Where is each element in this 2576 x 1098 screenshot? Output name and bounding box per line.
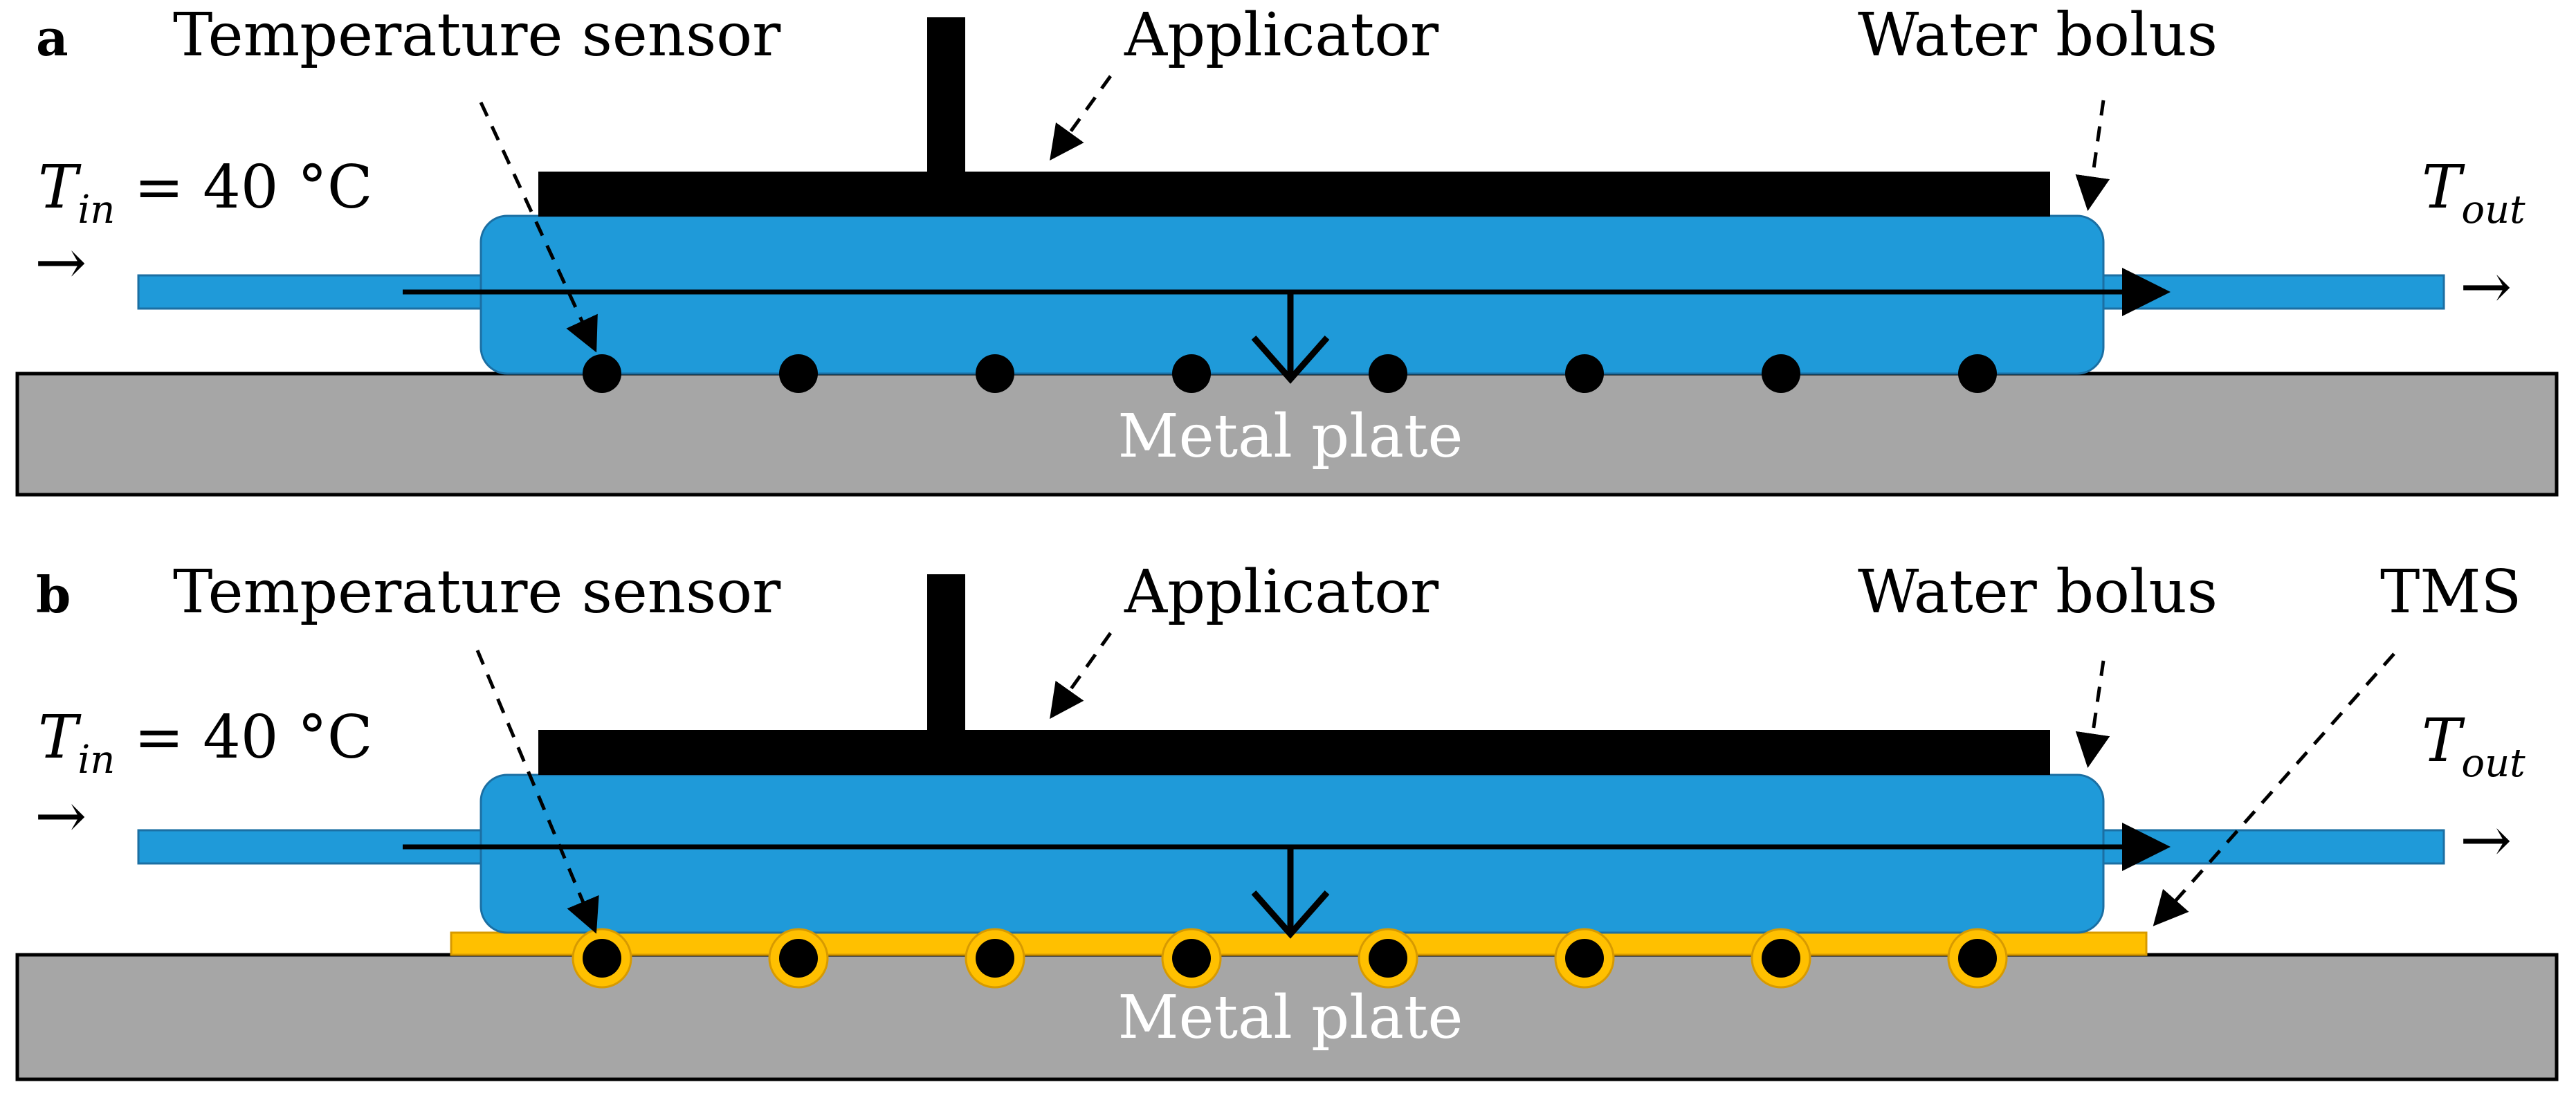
tms-label: TMS bbox=[2380, 558, 2521, 627]
out-arrow-icon: → bbox=[2460, 250, 2512, 323]
panel-letter: b bbox=[36, 565, 71, 624]
metal-plate-label: Metal plate bbox=[1118, 402, 1463, 471]
metal-plate-label: Metal plate bbox=[1118, 983, 1463, 1052]
water-bolus-pointer-line bbox=[2075, 660, 2110, 768]
applicator-pointer-line bbox=[1050, 75, 1113, 161]
temperature-sensor-dot bbox=[1762, 939, 1800, 978]
temperature-sensor-dot bbox=[779, 354, 818, 393]
panel-b: b Temperature sensor Applicator Water bo… bbox=[15, 558, 2559, 1081]
heat-down-arrow bbox=[1251, 847, 1330, 939]
temperature-sensor-dot bbox=[583, 354, 621, 393]
applicator-label: Applicator bbox=[1124, 558, 1439, 627]
temperature-sensor-dot bbox=[1369, 939, 1407, 978]
panel-letter: a bbox=[36, 8, 68, 67]
temperature-sensor-dot bbox=[779, 939, 818, 978]
out-arrow-icon: → bbox=[2460, 804, 2512, 877]
water-bolus-label: Water bolus bbox=[1858, 1, 2218, 70]
water-bolus-label: Water bolus bbox=[1858, 558, 2218, 627]
applicator-stem bbox=[927, 17, 965, 173]
metal-plate bbox=[15, 372, 2559, 497]
applicator-pointer-line bbox=[1050, 632, 1113, 720]
temperature-sensor-dot bbox=[1762, 354, 1800, 393]
temperature-sensor-dot bbox=[1565, 939, 1604, 978]
temperature-sensor-dot bbox=[1369, 354, 1407, 393]
t-in-label: Tin = 40 °C bbox=[38, 153, 373, 232]
t-out-label: Tout bbox=[2422, 706, 2525, 786]
applicator-label: Applicator bbox=[1124, 1, 1439, 70]
sensor-pointer-line bbox=[479, 101, 598, 353]
t-in-label: Tin = 40 °C bbox=[38, 703, 373, 783]
in-arrow-icon: → bbox=[35, 780, 86, 852]
temperature-sensor-dot bbox=[1172, 939, 1211, 978]
temperature-sensor-dot bbox=[583, 939, 621, 978]
panel-a: a Temperature sensor Applicator Water bo… bbox=[15, 1, 2559, 497]
sensor-group bbox=[572, 928, 2008, 989]
heat-down-arrow bbox=[1251, 292, 1330, 384]
applicator-bar bbox=[538, 730, 2050, 775]
sensor-group bbox=[583, 354, 1997, 393]
temperature-sensor-dot bbox=[1958, 354, 1997, 393]
in-arrow-icon: → bbox=[35, 226, 86, 299]
temperature-sensor-dot bbox=[976, 354, 1014, 393]
temperature-sensor-label: Temperature sensor bbox=[173, 1, 781, 70]
applicator-bar bbox=[538, 172, 2050, 217]
temperature-sensor-label: Temperature sensor bbox=[173, 558, 781, 627]
tms-pointer-line bbox=[2153, 652, 2395, 926]
temperature-sensor-dot bbox=[976, 939, 1014, 978]
temperature-sensor-dot bbox=[1172, 354, 1211, 393]
t-out-label: Tout bbox=[2422, 153, 2525, 232]
tms-layer bbox=[450, 931, 2148, 956]
water-bolus-pointer-line bbox=[2075, 100, 2110, 211]
temperature-sensor-dot bbox=[1565, 354, 1604, 393]
applicator-stem bbox=[927, 574, 965, 732]
temperature-sensor-dot bbox=[1958, 939, 1997, 978]
